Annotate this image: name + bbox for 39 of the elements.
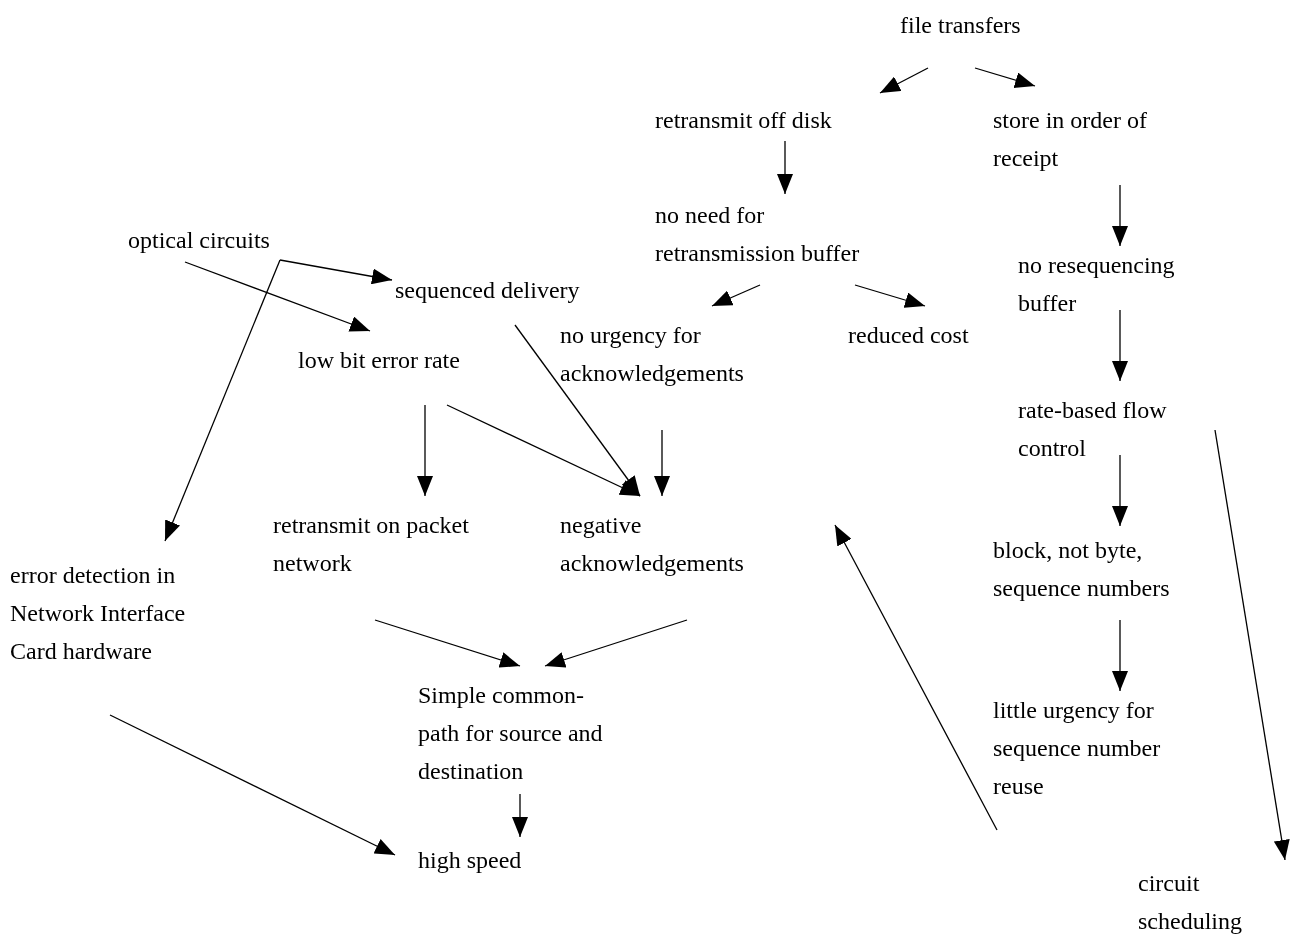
- concept-label: no urgency for acknowledgements: [560, 316, 815, 392]
- concept-label: block, not byte, sequence numbers: [993, 531, 1225, 607]
- concept-label: Simple common-path for source and destination: [418, 676, 618, 790]
- arrow: [109, 714, 396, 856]
- concept-label: no need for retransmission buffer: [655, 196, 880, 272]
- arrow: [1112, 184, 1128, 247]
- concept-label: rate-based flow control: [1018, 391, 1218, 467]
- arrow: [514, 324, 641, 497]
- concept-label: optical circuits: [128, 221, 328, 259]
- concept-label: circuit scheduling: [1138, 864, 1268, 940]
- arrow: [711, 284, 761, 307]
- arrow: [512, 793, 528, 838]
- arrow: [279, 259, 393, 285]
- concept-label: file transfers: [900, 6, 1080, 44]
- arrow: [654, 429, 670, 497]
- arrow: [544, 619, 688, 668]
- arrow: [164, 259, 281, 542]
- arrow: [374, 619, 521, 668]
- arrow: [1214, 429, 1290, 861]
- arrow: [974, 67, 1036, 88]
- concept-label: retransmit off disk: [655, 101, 895, 139]
- concept-label: high speed: [418, 841, 578, 879]
- arrow: [1112, 619, 1128, 692]
- arrow: [417, 404, 433, 497]
- concept-label: low bit error rate: [298, 341, 533, 379]
- concept-label: negative acknowledgements: [560, 506, 810, 582]
- arrow: [1112, 454, 1128, 527]
- concept-label: retransmit on packet network: [273, 506, 543, 582]
- arrow: [777, 140, 793, 195]
- arrow: [879, 67, 929, 94]
- concept-label: store in order of receipt: [993, 101, 1208, 177]
- arrow: [834, 524, 998, 831]
- concept-label: error detection in Network Interface Card hardware: [10, 556, 235, 670]
- arrow: [854, 284, 926, 308]
- concept-label: sequenced delivery: [395, 271, 645, 309]
- concept-label: little urgency for sequence number reuse: [993, 691, 1198, 805]
- arrow: [184, 261, 371, 332]
- arrow: [446, 404, 641, 497]
- arrow: [1112, 309, 1128, 382]
